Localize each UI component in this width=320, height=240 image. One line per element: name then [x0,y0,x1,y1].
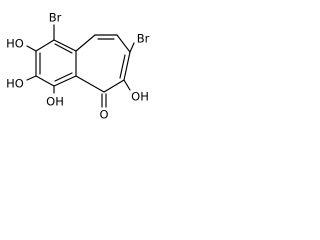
bond-to-right-bromine [129,42,135,53]
bond-to-right-hydroxyl [123,79,131,91]
bond-seven-lower-left [75,75,105,93]
hydroxyl-lower-left-label: HO [6,77,24,91]
bromine-top-label: Br [49,11,62,25]
structure-canvas: Br HO HO OH Br OH O [0,0,183,134]
bond-seven-lower-right [103,79,125,93]
bond-benzene-bottom-right [53,75,77,87]
bromine-right-label: Br [137,32,150,46]
bond-benzene-top-left [35,39,55,52]
bond-seven-upper-right [116,34,131,53]
hydroxyl-upper-left-label: HO [6,37,24,51]
hydroxyl-right-label: OH [131,90,149,104]
bond-to-upper-hydroxyl [26,45,37,52]
bond-benzene-top-right [53,39,77,52]
bond-benzene-bottom-right-inner-double [54,72,73,82]
chemical-structure-diagram: Br HO HO OH Br OH O [6,11,150,122]
bond-seven-upper-left [75,34,96,52]
bond-seven-right-inner-double [119,54,126,79]
ketone-oxygen-label: O [99,108,108,122]
bond-benzene-bottom-left [35,75,55,87]
bond-benzene-top-right-inner-double [54,43,73,54]
hydroxyl-bottom-label: OH [46,95,64,109]
bond-to-lower-hydroxyl [26,75,37,81]
bond-seven-right [123,51,131,81]
